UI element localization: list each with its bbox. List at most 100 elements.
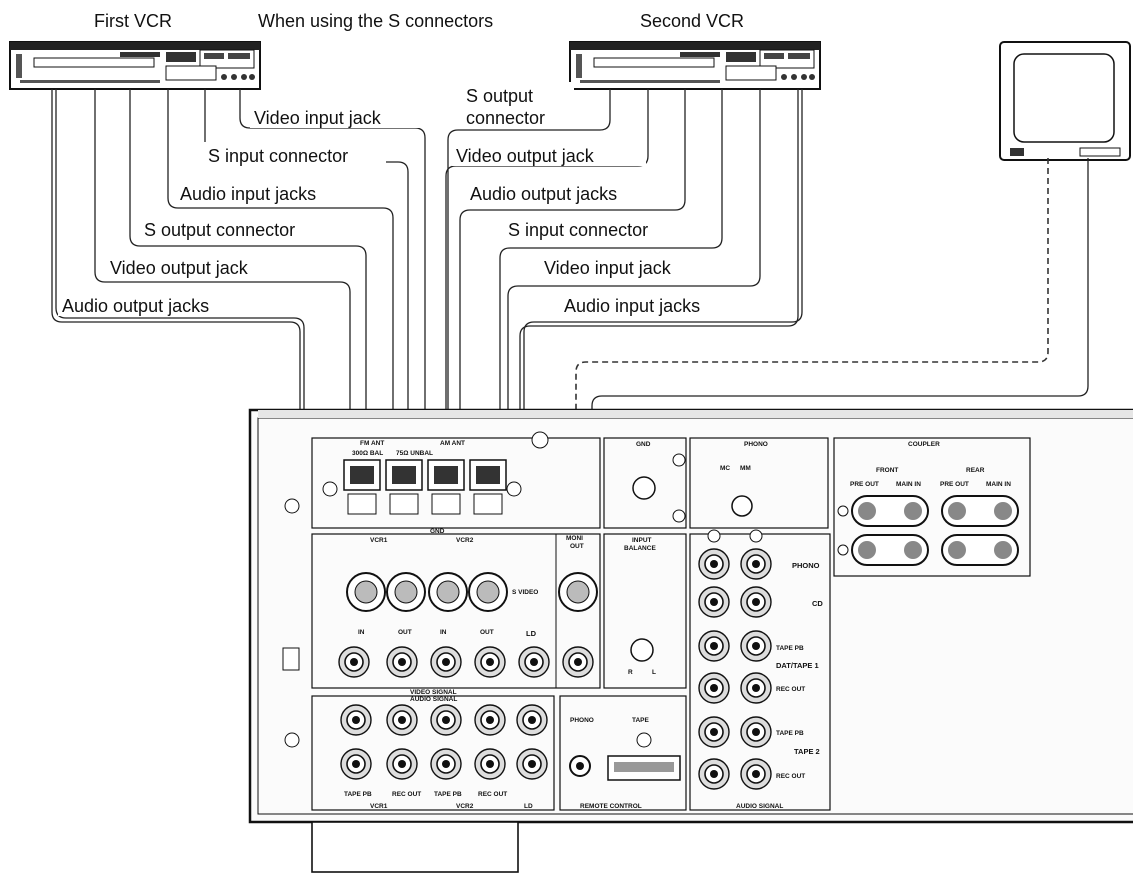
diagram-title: When using the S connectors bbox=[258, 11, 493, 31]
out-label-2: OUT bbox=[480, 629, 494, 636]
tape-pb-label-vcr1: TAPE PB bbox=[344, 791, 372, 798]
first-vcr-label: First VCR bbox=[94, 11, 172, 31]
fm-ant-label: FM ANT bbox=[360, 440, 384, 447]
gnd-label: GND bbox=[430, 528, 445, 535]
gnd-terminal bbox=[632, 476, 656, 500]
remote-phono-label: PHONO bbox=[570, 717, 594, 724]
tape-pb-label-vcr2: TAPE PB bbox=[434, 791, 462, 798]
phono-row-label: PHONO bbox=[792, 561, 820, 570]
screw-icon bbox=[531, 431, 549, 449]
cd-row-label: CD bbox=[812, 599, 823, 608]
second-audio-output-jacks: Audio output jacks bbox=[470, 184, 617, 204]
screw-icon bbox=[322, 481, 338, 497]
tape-pb-label-1: TAPE PB bbox=[776, 645, 804, 652]
screw-icon bbox=[506, 481, 522, 497]
second-vcr-label: Second VCR bbox=[640, 11, 744, 31]
out-label-1: OUT bbox=[398, 629, 412, 636]
monitor-out-label-2: OUT bbox=[570, 543, 584, 550]
input-balance-label-1: INPUT bbox=[632, 537, 652, 544]
phono-section bbox=[689, 437, 829, 529]
input-balance-label-2: BALANCE bbox=[624, 545, 656, 552]
pre-out-label-rear: PRE OUT bbox=[940, 481, 969, 488]
gnd-box-label: GND bbox=[636, 441, 651, 448]
first-s-input-connector: S input connector bbox=[208, 146, 348, 166]
monitor-s-cable bbox=[575, 158, 1049, 590]
first-s-output-connector: S output connector bbox=[144, 220, 295, 240]
mc-label: MC bbox=[720, 465, 730, 472]
vcr-audio-section bbox=[311, 695, 555, 811]
first-vcr-label-group: Video input jack S input connector Audio… bbox=[58, 104, 428, 316]
s-video-connectors bbox=[346, 572, 598, 612]
video-signal-label: VIDEO SIGNAL bbox=[410, 689, 457, 696]
gnd-section bbox=[603, 437, 687, 529]
bottom-vcr1-label: VCR1 bbox=[370, 803, 388, 810]
audio-rca-jacks-right bbox=[698, 548, 772, 790]
video-rca-jacks bbox=[338, 646, 594, 678]
rec-out-label-2: REC OUT bbox=[776, 773, 805, 780]
screw-icon bbox=[636, 732, 652, 748]
bottom-ld-label: LD bbox=[524, 803, 533, 810]
monitor-video-cable bbox=[591, 158, 1089, 660]
phono-box-label: PHONO bbox=[744, 441, 768, 448]
second-video-input-jack: Video input jack bbox=[544, 258, 672, 278]
tape-pb-label-2: TAPE PB bbox=[776, 730, 804, 737]
vcr2-label: VCR2 bbox=[456, 537, 474, 544]
ld-label: LD bbox=[526, 629, 537, 638]
in-label-2: IN bbox=[440, 629, 447, 636]
remote-control-label: REMOTE CONTROL bbox=[580, 803, 642, 810]
mm-label: MM bbox=[740, 465, 751, 472]
first-audio-output-jacks: Audio output jacks bbox=[62, 296, 209, 316]
antenna-terminals bbox=[343, 459, 507, 515]
screw-icon bbox=[672, 453, 686, 467]
balance-r-label: R bbox=[628, 669, 633, 676]
antenna-section bbox=[311, 437, 601, 529]
rec-out-label-vcr2: REC OUT bbox=[478, 791, 507, 798]
ohm300-label: 300Ω BAL bbox=[352, 450, 383, 457]
s-video-label: S VIDEO bbox=[512, 589, 538, 596]
mc-mm-switch bbox=[731, 495, 753, 517]
second-s-output-line1: S output bbox=[466, 86, 533, 106]
audio-signal-label: AUDIO SIGNAL bbox=[410, 696, 457, 703]
second-vcr bbox=[569, 41, 821, 90]
second-vcr-label-group: S output connector Video output jack Aud… bbox=[452, 82, 756, 316]
second-audio-input-jacks: Audio input jacks bbox=[564, 296, 700, 316]
front-label: FRONT bbox=[876, 467, 898, 474]
second-s-input-connector: S input connector bbox=[508, 220, 648, 240]
vcr1-label: VCR1 bbox=[370, 537, 388, 544]
tape2-label: TAPE 2 bbox=[794, 747, 820, 756]
first-vcr bbox=[9, 41, 261, 90]
coupler-label: COUPLER bbox=[908, 441, 940, 448]
main-in-label-rear: MAIN IN bbox=[986, 481, 1011, 488]
screw-icon bbox=[672, 509, 686, 523]
in-label-1: IN bbox=[358, 629, 365, 636]
input-balance-section bbox=[603, 533, 687, 689]
first-video-output-jack: Video output jack bbox=[110, 258, 249, 278]
monitor-out-label-1: MONI bbox=[566, 535, 583, 542]
rec-out-label-1: REC OUT bbox=[776, 686, 805, 693]
balance-l-label: L bbox=[652, 669, 656, 676]
second-s-output-line2: connector bbox=[466, 108, 545, 128]
pre-out-label: PRE OUT bbox=[850, 481, 879, 488]
audio-signal-right-label: AUDIO SIGNAL bbox=[736, 803, 783, 810]
bottom-vcr2-label: VCR2 bbox=[456, 803, 474, 810]
dat-tape1-label: DAT/TAPE 1 bbox=[776, 661, 819, 670]
first-video-input-jack: Video input jack bbox=[254, 108, 382, 128]
remote-control-section bbox=[559, 695, 687, 811]
first-audio-input-jacks: Audio input jacks bbox=[180, 184, 316, 204]
tv-monitor bbox=[999, 41, 1131, 161]
remote-tape-label: TAPE bbox=[632, 717, 650, 724]
balance-knob bbox=[630, 638, 654, 662]
am-ant-label: AM ANT bbox=[440, 440, 465, 447]
rec-out-label-vcr1: REC OUT bbox=[392, 791, 421, 798]
ohm75-label: 75Ω UNBAL bbox=[396, 450, 433, 457]
r-channel-icon bbox=[707, 529, 721, 543]
audio-rca-jacks-bottom bbox=[340, 704, 548, 780]
coupler-jumpers bbox=[837, 495, 1019, 566]
l-channel-icon bbox=[749, 529, 763, 543]
coupler-section bbox=[833, 437, 1031, 577]
video-section bbox=[311, 533, 601, 689]
main-in-label: MAIN IN bbox=[896, 481, 921, 488]
rear-label: REAR bbox=[966, 467, 985, 474]
second-video-output-jack: Video output jack bbox=[456, 146, 595, 166]
